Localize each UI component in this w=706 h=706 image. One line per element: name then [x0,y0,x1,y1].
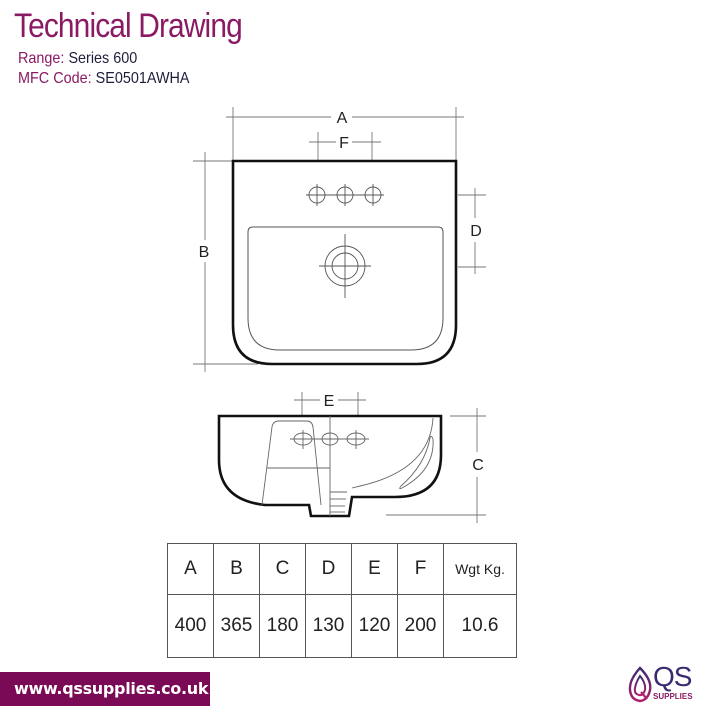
dim-label-d: D [470,223,482,240]
table-header-row: A B C D E F Wgt Kg. [167,543,517,595]
value-cell-d: 130 [305,594,352,658]
logo-mark-text: QS [653,661,692,692]
header-cell-d: D [305,543,352,595]
basin-side-internal-lines [261,416,434,516]
qs-supplies-logo: QS SUPPLIES [626,661,704,704]
drain-waste-icon [319,234,371,298]
dimensions-table: A B C D E F Wgt Kg. 400 365 180 130 120 … [167,543,517,658]
logo-subtitle-text: SUPPLIES [653,692,693,701]
mfc-code-value: SE0501AWHA [95,70,190,87]
value-cell-b: 365 [213,594,260,658]
value-cell-f: 200 [397,594,444,658]
mfc-code-line: MFC Code: SE0501AWHA [18,69,190,89]
range-line: Range: Series 600 [18,49,137,69]
basin-bowl-outline [247,226,444,351]
website-link[interactable]: www.qssupplies.co.uk [14,679,209,698]
page-title: Technical Drawing [14,7,243,45]
dim-label-e: E [324,393,335,410]
header-cell-e: E [351,543,398,595]
dim-label-f: F [339,135,349,152]
table-values-row: 400 365 180 130 120 200 10.6 [167,594,517,658]
header-cell-b: B [213,543,260,595]
header-cell-c: C [259,543,306,595]
basin-top-view-outline [231,159,458,366]
value-cell-c: 180 [259,594,306,658]
footer-banner: www.qssupplies.co.uk [0,672,210,706]
header-cell-a: A [167,543,214,595]
dim-label-a: A [337,110,348,127]
dim-label-b: B [199,244,210,261]
dim-label-c: C [472,457,484,474]
mfc-code-label: MFC Code: [18,70,92,87]
header-cell-weight: Wgt Kg. [443,543,517,595]
value-cell-e: 120 [351,594,398,658]
dimension-lines [193,107,486,523]
tap-holes [306,184,384,206]
basin-side-view-outline [217,414,443,518]
header-cell-f: F [397,543,444,595]
range-label: Range: [18,50,65,67]
water-drop-icon [628,666,652,703]
value-cell-weight: 10.6 [443,594,517,658]
range-value: Series 600 [68,50,138,67]
value-cell-a: 400 [167,594,214,658]
